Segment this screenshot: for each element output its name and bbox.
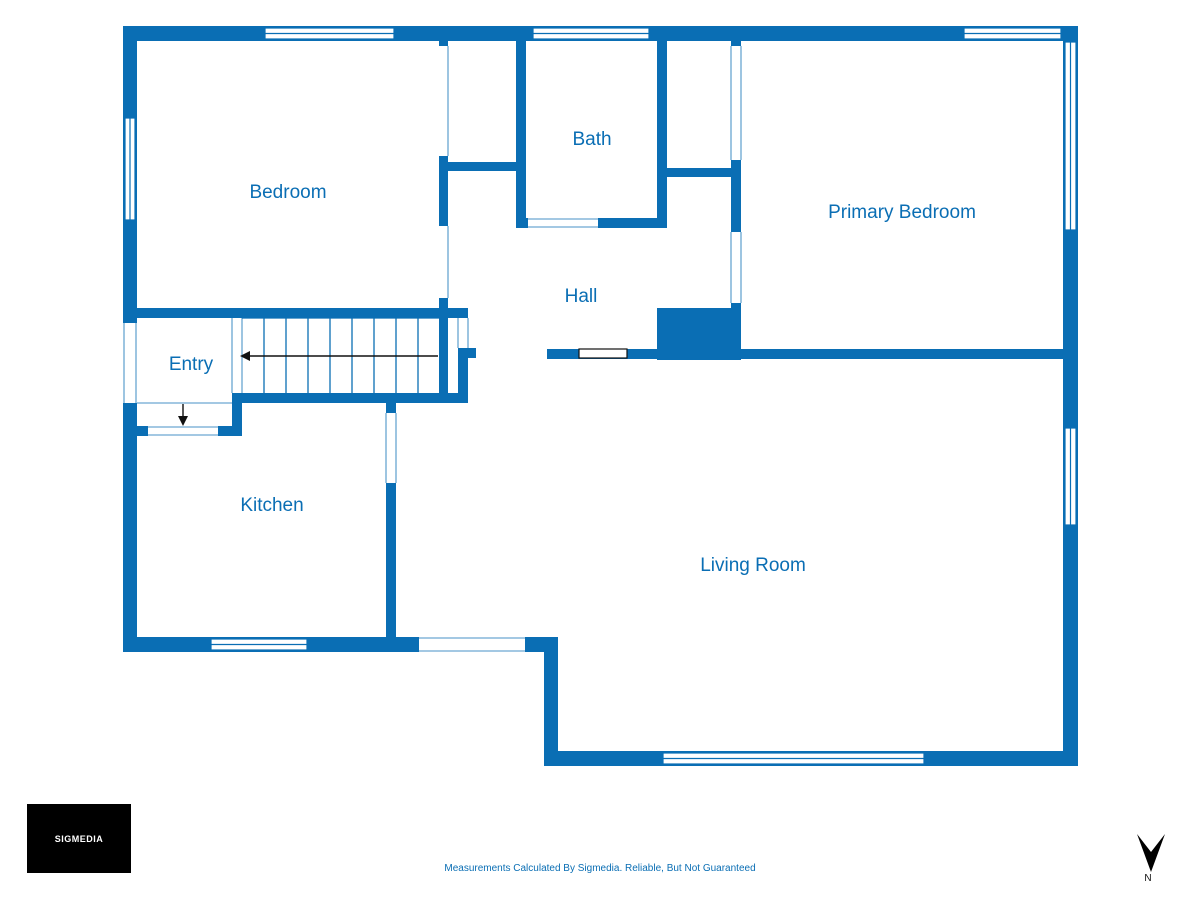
wall-closet2-south [657,168,741,177]
wall-kitchen-east-top [386,393,396,413]
wall-closet-south [439,162,524,171]
room-label-bedroom: Bedroom [249,182,326,203]
wall-west-lower [123,403,137,652]
north-arrow-icon [1137,834,1165,872]
interior-walls [123,26,1072,652]
wall-primary-west-mid [731,160,741,232]
wall-bedroom-east-top [439,26,448,46]
wall-living-north [547,349,1072,359]
room-label-hall: Hall [565,286,598,307]
wall-stair-south [232,393,468,403]
wall-bath-west [516,26,526,228]
sigmedia-logo: SIGMEDIA [27,804,131,873]
wall-bedroom-east-mid [439,156,448,226]
wall-hall-stub [448,308,468,318]
entry-closet-arrow [178,404,188,426]
room-label-entry: Entry [169,354,214,375]
wall-kitchen-east [386,483,396,652]
wall-stair-east-cap [458,348,476,358]
staircase [240,317,440,393]
wall-bath-east [657,26,667,228]
wall-bedroom-east-low [439,298,448,398]
room-label-kitchen: Kitchen [240,495,303,516]
wall-living-west [544,637,558,766]
wall-bedroom-south [123,308,445,318]
wall-entry-closet-south [218,426,242,436]
vent-living-north [578,348,628,359]
wall-entry-closet-east [232,393,242,436]
wall-bath-south-left [516,218,528,228]
room-label-bath: Bath [572,129,611,150]
windows [124,27,1077,765]
wall-entry-closet-sw [123,426,148,436]
wall-primary-west-top [731,26,741,46]
room-labels: Bedroom Bath Primary Bedroom Hall Entry … [169,129,976,576]
wall-stair-east [458,348,468,403]
stair-arrow-head [240,351,250,361]
room-label-living-room: Living Room [700,555,806,576]
measurement-disclaimer: Measurements Calculated By Sigmedia. Rel… [444,863,756,874]
room-label-primary-bedroom: Primary Bedroom [828,202,976,223]
wall-bath-south [598,218,667,228]
openings [123,46,742,652]
compass-label: N [1144,873,1152,884]
